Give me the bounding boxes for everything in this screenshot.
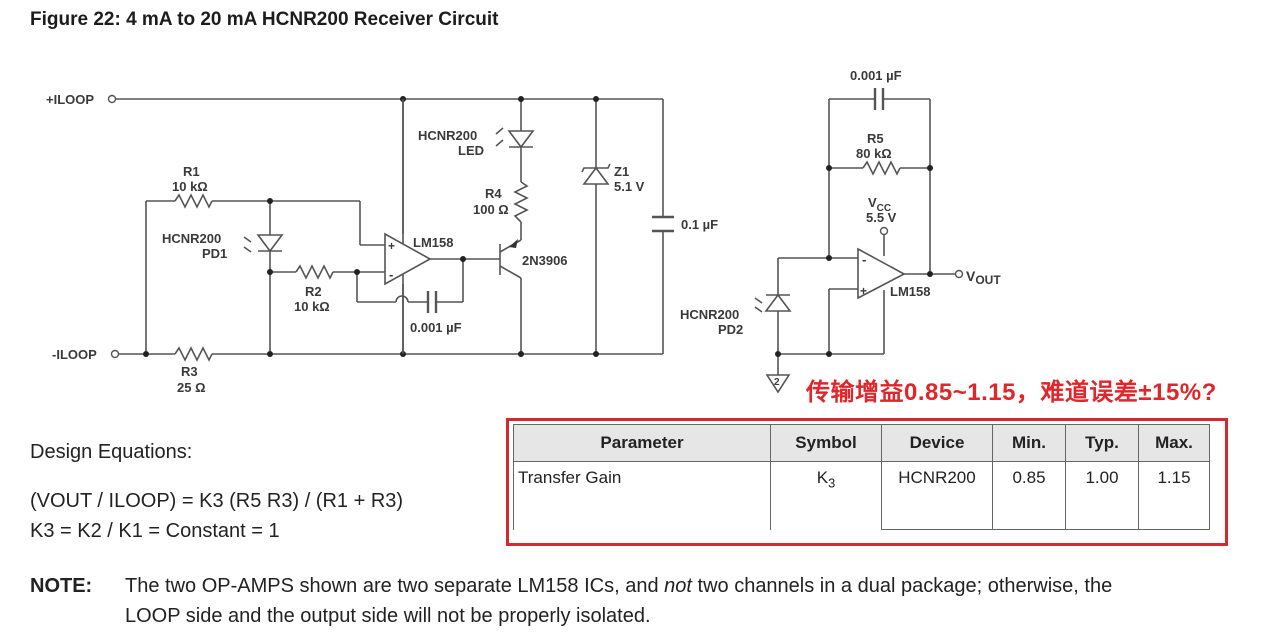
r5-resistor-symbol — [862, 160, 901, 176]
annotation-question: 传输增益0.85~1.15，难道误差±15%? — [806, 379, 1217, 406]
vcc-value: 5.5 V — [866, 210, 897, 225]
r2-resistor-symbol — [295, 264, 334, 280]
r1-value: 10 kΩ — [172, 179, 208, 194]
note-label: NOTE: — [30, 575, 93, 597]
hcnr200-pd2-symbol — [754, 293, 792, 313]
r2-name: R2 — [305, 284, 322, 299]
z1-name: Z1 — [614, 164, 629, 179]
r1-resistor-symbol — [174, 193, 213, 209]
design-equations-title: Design Equations: — [30, 441, 193, 463]
opamp1-label: LM158 — [413, 235, 453, 250]
hcnr200-led-symbol — [495, 127, 535, 149]
design-equation-2: K3 = K2 / K1 = Constant = 1 — [30, 520, 280, 542]
led-label-line2: LED — [458, 143, 484, 158]
svg-text:+: + — [860, 284, 867, 298]
svg-text:+: + — [388, 239, 395, 253]
spec-table: Parameter Symbol Device Min. Typ. Max. T… — [513, 424, 1210, 530]
note-emphasis: not — [664, 575, 692, 597]
note-text-after: two channels in a dual package; otherwis… — [691, 575, 1113, 597]
header-parameter: Parameter — [513, 424, 771, 462]
opamp-lm158-loop-symbol: + - — [384, 99, 432, 354]
opamp-lm158-output-symbol: - + — [857, 247, 906, 300]
zener-z1-symbol — [581, 163, 611, 185]
plus-iloop-label: +ILOOP — [46, 92, 94, 107]
plus-iloop-terminal — [107, 94, 117, 104]
circuit-schematic: + - - + — [46, 68, 1001, 395]
svg-text:-: - — [862, 252, 866, 267]
hcnr200-pd1-symbol — [243, 234, 284, 253]
pd2-label-line1: HCNR200 — [680, 307, 739, 322]
ground-label: 2 — [774, 377, 780, 388]
highlight-box — [506, 418, 1228, 546]
r3-resistor-symbol — [174, 346, 213, 362]
design-equation-1: (VOUT / ILOOP) = K3 (R5 R3) / (R1 + R3) — [30, 490, 404, 512]
transistor-2n3906-symbol — [509, 239, 518, 248]
cell-min: 0.85 — [992, 461, 1066, 530]
r2-value: 10 kΩ — [294, 299, 330, 314]
r4-resistor-symbol — [513, 181, 529, 223]
note-text-before: The two OP-AMPS shown are two separate L… — [125, 575, 665, 597]
r4-name: R4 — [485, 186, 502, 201]
pd1-label-line2: PD1 — [202, 246, 227, 261]
opamp2-label: LM158 — [890, 284, 930, 299]
c-loop-value: 0.001 µF — [410, 320, 462, 335]
output-capacitor-symbol — [873, 88, 885, 110]
transistor-label: 2N3906 — [522, 253, 568, 268]
r5-value: 80 kΩ — [856, 146, 892, 161]
header-device: Device — [881, 424, 993, 462]
figure-title: Figure 22: 4 mA to 20 mA HCNR200 Receive… — [30, 9, 499, 30]
c-out-value: 0.001 µF — [850, 68, 902, 83]
output-junction-dots — [775, 165, 933, 357]
note-paragraph: NOTE: The two OP-AMPS shown are two separ… — [30, 571, 1112, 631]
ground-2-symbol: 2 — [765, 374, 791, 394]
svg-text:-: - — [389, 267, 393, 282]
header-typ: Typ. — [1065, 424, 1139, 462]
cell-parameter: Transfer Gain — [513, 461, 771, 530]
minus-iloop-label: -ILOOP — [52, 347, 97, 362]
cell-typ: 1.00 — [1065, 461, 1139, 530]
table-header-row: Parameter Symbol Device Min. Typ. Max. — [513, 424, 1210, 462]
loop-side-wires — [112, 98, 664, 355]
c-bypass-value: 0.1 µF — [681, 217, 718, 232]
pd2-label-line2: PD2 — [718, 322, 743, 337]
loop-feedback-capacitor-symbol — [426, 291, 438, 313]
table-row: Transfer Gain K3 HCNR200 0.85 1.00 1.15 — [513, 461, 1210, 530]
minus-iloop-terminal — [110, 349, 120, 359]
vout-label: VOUT — [966, 268, 1001, 287]
vout-terminal — [954, 269, 964, 279]
bypass-capacitor-symbol — [652, 215, 674, 233]
cell-symbol: K3 — [770, 461, 882, 530]
header-max: Max. — [1138, 424, 1210, 462]
r3-name: R3 — [181, 364, 198, 379]
r1-name: R1 — [183, 164, 200, 179]
pd1-label-line1: HCNR200 — [162, 231, 221, 246]
led-label-line1: HCNR200 — [418, 128, 477, 143]
z1-value: 5.1 V — [614, 179, 645, 194]
vcc-label: VCC — [868, 195, 891, 214]
r3-value: 25 Ω — [177, 380, 206, 395]
cell-max: 1.15 — [1138, 461, 1210, 530]
header-min: Min. — [992, 424, 1066, 462]
note-line-2: LOOP side and the output side will not b… — [125, 605, 651, 627]
header-symbol: Symbol — [770, 424, 882, 462]
vcc-terminal — [879, 226, 889, 236]
cell-device: HCNR200 — [881, 461, 993, 530]
r5-name: R5 — [867, 131, 884, 146]
r4-value: 100 Ω — [473, 202, 509, 217]
